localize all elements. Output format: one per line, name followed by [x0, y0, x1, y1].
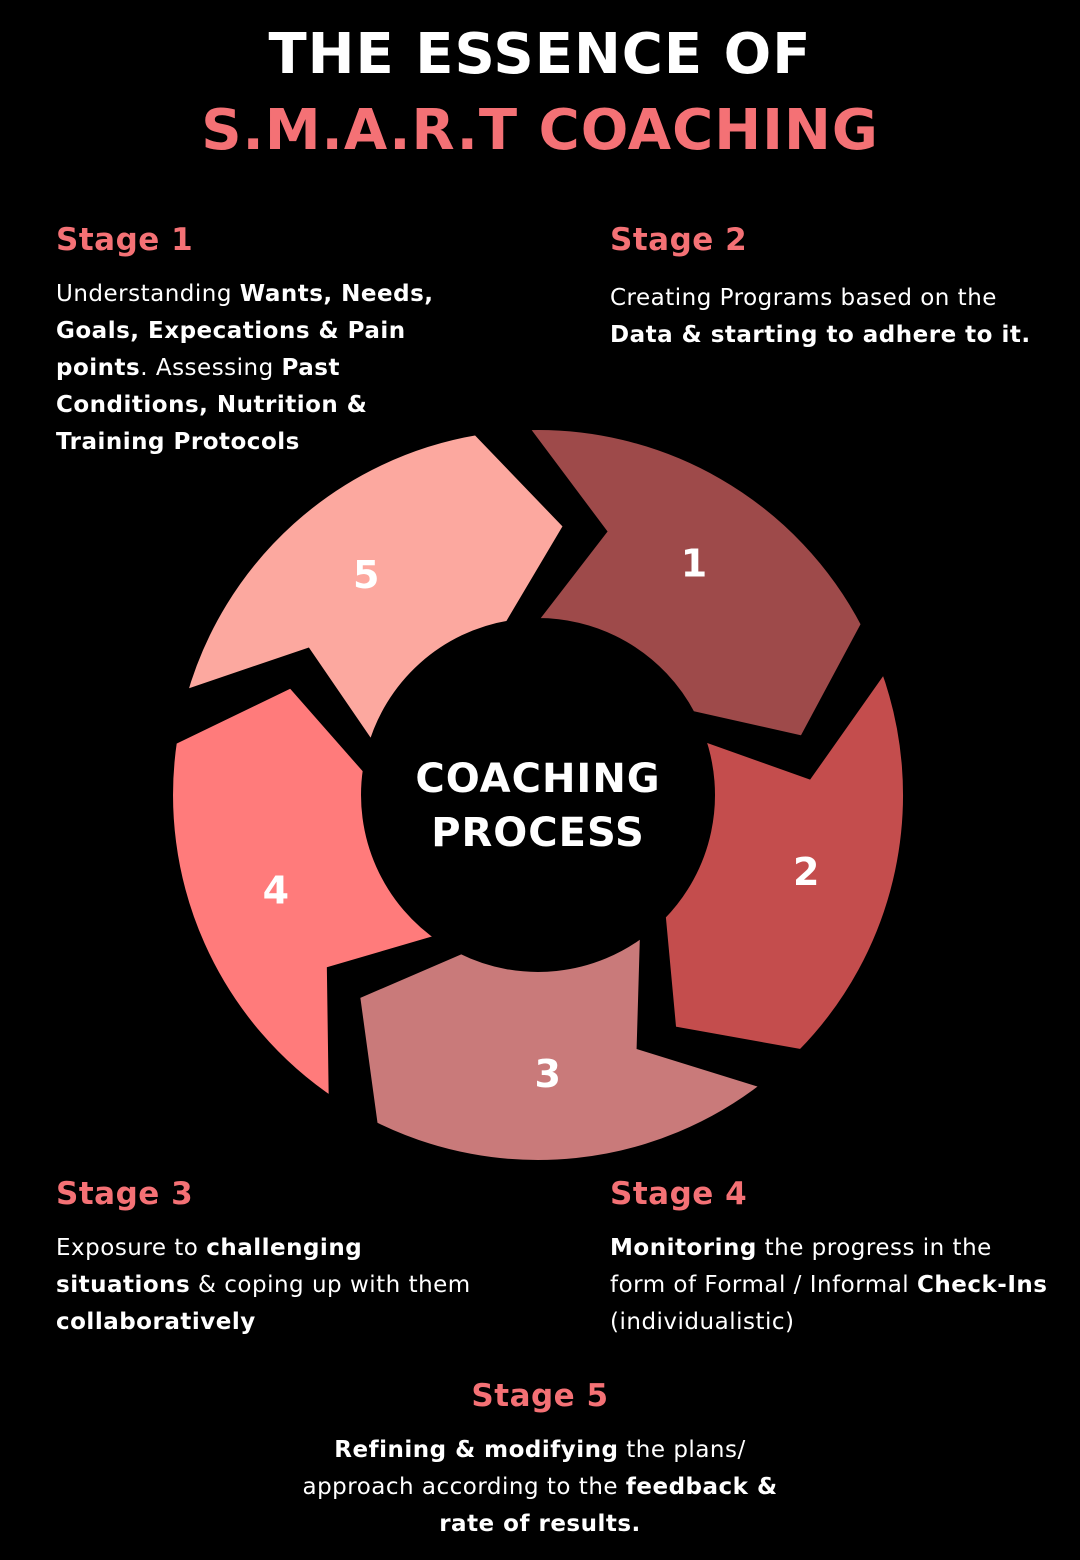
stage-3-run: Exposure to [56, 1235, 207, 1261]
stage-1-description: Understanding Wants, Needs, Goals, Expec… [56, 276, 476, 461]
center-hub [366, 623, 710, 967]
stage-3-run-bold: collaboratively [56, 1309, 256, 1335]
center-label-line-2: PROCESS [431, 810, 645, 856]
segment-number-4: 4 [263, 868, 289, 912]
stage-4-run-bold: Check-Ins [917, 1272, 1048, 1298]
stage-3-run-bold: challenging situations [56, 1235, 363, 1298]
center-label-line-1: COACHING [415, 756, 660, 802]
stage-3-heading: Stage 3 [56, 1176, 194, 1212]
stage-5-description: Refining & modifying the plans/ approach… [290, 1432, 790, 1543]
stage-5-block: Stage 5 Refining & modifying the plans/ … [290, 1378, 790, 1543]
segment-number-3: 3 [534, 1052, 560, 1096]
stage-4-description: Monitoring the progress in the form of F… [610, 1230, 1050, 1341]
stage-4-run: the progress in the form of Formal / Inf… [610, 1235, 992, 1298]
stage-2-run: Creating Programs based on the [610, 285, 997, 311]
segment-number-1: 1 [681, 542, 707, 586]
stage-2-heading: Stage 2 [610, 222, 748, 258]
stage-2-description: Creating Programs based on the Data & st… [610, 280, 1050, 354]
stage-1-run: . Assessing [140, 355, 282, 381]
stage-5-heading: Stage 5 [471, 1378, 609, 1414]
stage-5-run-bold: feedback & rate of results. [439, 1474, 778, 1537]
stage-3-block: Stage 3 Exposure to challenging situatio… [56, 1176, 476, 1341]
stage-4-run: (individualistic) [610, 1309, 795, 1335]
stage-1-run: Understanding [56, 281, 240, 307]
stage-2-block: Stage 2 Creating Programs based on the D… [610, 222, 1050, 354]
stage-4-block: Stage 4 Monitoring the progress in the f… [610, 1176, 1050, 1341]
stage-1-run-bold: Past Conditions, Nutrition & Training Pr… [56, 355, 368, 455]
stage-1-run-bold: Wants, Needs, Goals, Expecations & Pain … [56, 281, 434, 381]
segments-layer: 1 2 3 4 5 [163, 420, 913, 1170]
stage-3-run: & coping up with them [190, 1272, 471, 1298]
segment-number-2: 2 [793, 850, 819, 894]
stage-5-run: the plans/ approach according to the [302, 1437, 746, 1500]
stage-1-block: Stage 1 Understanding Wants, Needs, Goal… [56, 222, 476, 461]
stage-4-run-bold: Monitoring [610, 1235, 757, 1261]
stage-4-heading: Stage 4 [610, 1176, 748, 1212]
stage-5-run-bold: Refining & modifying [334, 1437, 619, 1463]
stage-1-heading: Stage 1 [56, 222, 194, 258]
title-line-1: THE ESSENCE OF [268, 22, 812, 87]
stage-3-description: Exposure to challenging situations & cop… [56, 1230, 476, 1341]
stage-2-run-bold: Data & starting to adhere to it. [610, 322, 1031, 348]
title-line-2: S.M.A.R.T COACHING [201, 98, 879, 163]
segment-number-5: 5 [353, 553, 379, 597]
